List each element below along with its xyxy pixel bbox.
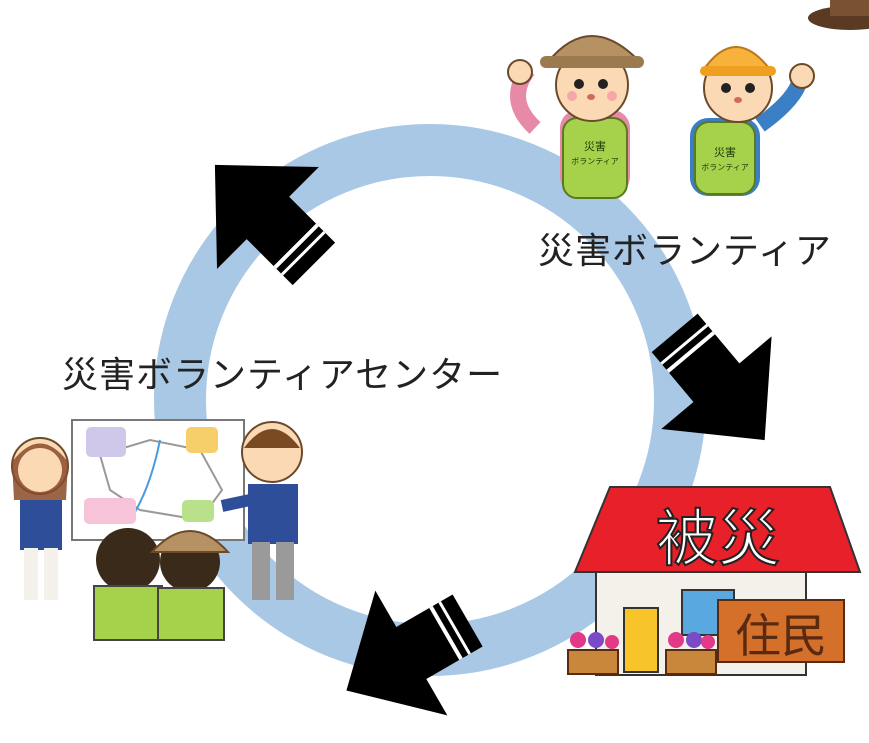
arrow-to-volunteers [214, 164, 336, 286]
boy-vest-line2: ボランティア [701, 163, 749, 172]
house-sign-text: 住民 [735, 609, 827, 663]
volunteer-girl [507, 35, 644, 199]
girl-vest-line1: 災害 [584, 139, 606, 153]
victim-house-illustration: 被災 住民 [567, 486, 862, 676]
girl-vest-line2: ボランティア [571, 157, 619, 166]
boy-vest-line1: 災害 [714, 145, 736, 159]
volunteer-boy [690, 46, 815, 196]
volunteers-illustration: 災害 ボランティア 災害 ボランティア [507, 35, 815, 199]
volunteers-label: 災害ボランティア [538, 231, 832, 272]
volunteer-center-illustration [11, 419, 303, 641]
house-roof-text: 被災 [656, 502, 780, 575]
arrow-to-victims [651, 313, 772, 441]
arrow-to-center [346, 590, 483, 716]
center-label: 災害ボランティアセンター [62, 355, 504, 396]
hat-fragment [808, 0, 869, 30]
